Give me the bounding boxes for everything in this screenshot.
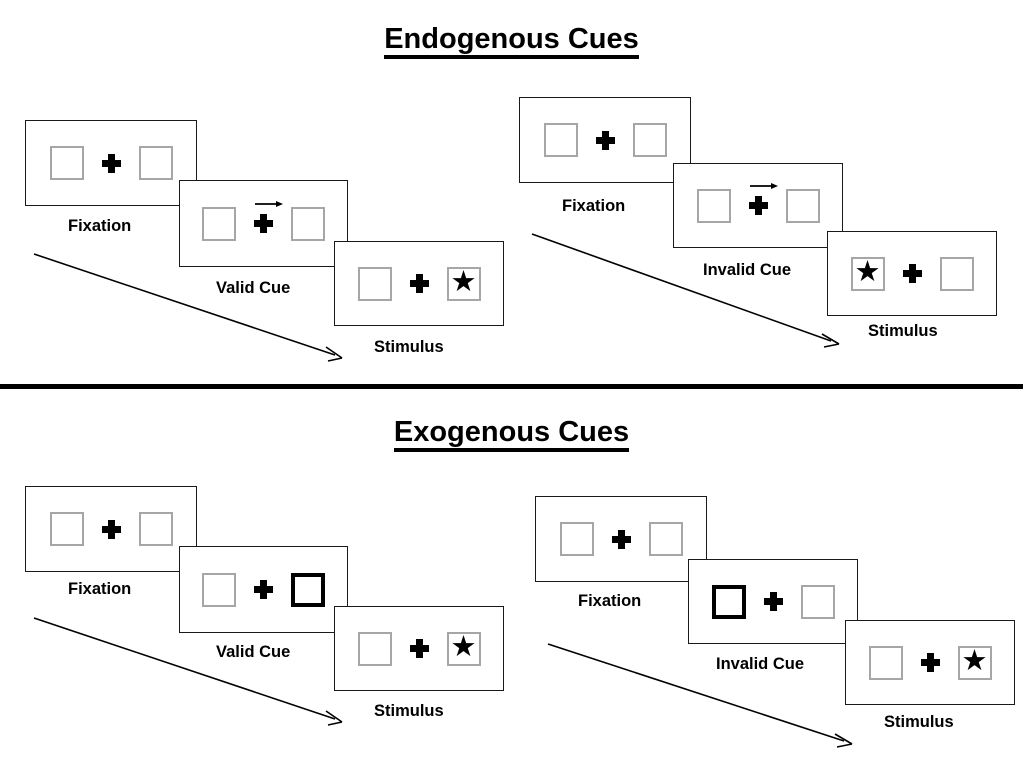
left-placeholder-box [696, 188, 731, 223]
caption-endogenous-invalid-cue: Invalid Cue [703, 261, 792, 279]
caption-exogenous-invalid-cue: Invalid Cue [716, 655, 805, 673]
section-title-exogenous-text: Exogenous Cues [393, 417, 630, 453]
panel-endogenous-invalid-cue [673, 163, 843, 248]
right-placeholder-box [291, 206, 325, 241]
right-arrow-icon [255, 201, 283, 207]
panel-endogenous-invalid-fixation [519, 97, 691, 183]
fixation-cross-icon [254, 214, 273, 233]
fixation-cross-icon [254, 580, 273, 599]
star-icon: ★ [450, 631, 477, 663]
right-placeholder-box [648, 522, 683, 556]
panel-exogenous-valid-fixation [25, 486, 197, 572]
right-placeholder-box [632, 123, 667, 157]
right-target-box: ★ [446, 266, 481, 301]
fixation-cross-icon [611, 529, 631, 549]
panel-exogenous-valid-stimulus: ★ [334, 606, 504, 691]
star-icon: ★ [961, 645, 988, 677]
left-placeholder-box [357, 266, 392, 301]
left-cued-box-highlight [711, 584, 746, 619]
panel-endogenous-valid-stimulus: ★ [334, 241, 504, 326]
section-title-endogenous-text: Endogenous Cues [384, 24, 639, 60]
flow-arrow-exogenous-invalid [547, 643, 853, 748]
fixation-cross-icon [409, 639, 429, 658]
panel-exogenous-invalid-stimulus: ★ [845, 620, 1015, 705]
left-placeholder-box [202, 206, 236, 241]
section-title-endogenous: Endogenous Cues [0, 23, 1023, 60]
right-target-box: ★ [957, 645, 992, 680]
endogenous-cue-arrow-group [748, 183, 778, 215]
fixation-cross-icon [101, 519, 121, 539]
right-placeholder-box [800, 584, 835, 619]
fixation-cross-icon [902, 264, 922, 283]
caption-endogenous-valid-cue: Valid Cue [216, 279, 291, 297]
star-icon: ★ [450, 266, 477, 298]
caption-exogenous-invalid-stimulus: Stimulus [884, 713, 954, 731]
right-arrow-icon [749, 183, 778, 189]
fixation-cross-icon [763, 592, 783, 611]
endogenous-cue-arrow-group [254, 201, 283, 233]
section-title-exogenous: Exogenous Cues [0, 416, 1023, 453]
left-placeholder-box [559, 522, 594, 556]
caption-exogenous-valid-cue: Valid Cue [216, 643, 291, 661]
caption-endogenous-invalid-stimulus: Stimulus [868, 322, 938, 340]
caption-endogenous-invalid-fixation: Fixation [562, 197, 626, 215]
caption-endogenous-valid-stimulus: Stimulus [374, 338, 444, 356]
right-target-box: ★ [446, 631, 481, 666]
caption-endogenous-valid-fixation: Fixation [68, 217, 132, 235]
right-placeholder-box [939, 256, 974, 291]
right-cued-box-highlight [291, 572, 325, 607]
caption-exogenous-valid-stimulus: Stimulus [374, 702, 444, 720]
left-placeholder-box [49, 146, 84, 180]
star-icon: ★ [854, 256, 881, 288]
right-placeholder-box [785, 188, 820, 223]
panel-endogenous-valid-fixation [25, 120, 197, 206]
section-divider [0, 384, 1023, 389]
fixation-cross-icon [595, 130, 615, 150]
panel-exogenous-invalid-cue [688, 559, 858, 644]
left-placeholder-box [202, 572, 236, 607]
fixation-cross-icon [409, 274, 429, 293]
left-placeholder-box [357, 631, 392, 666]
fixation-cross-icon [748, 196, 768, 215]
fixation-cross-icon [920, 653, 940, 672]
left-placeholder-box [543, 123, 578, 157]
caption-exogenous-valid-fixation: Fixation [68, 580, 132, 598]
left-placeholder-box [868, 645, 903, 680]
panel-endogenous-valid-cue [179, 180, 348, 267]
panel-exogenous-valid-cue [179, 546, 348, 633]
left-placeholder-box [49, 512, 84, 546]
left-target-box: ★ [850, 256, 885, 291]
panel-exogenous-invalid-fixation [535, 496, 707, 582]
right-placeholder-box [138, 512, 173, 546]
right-placeholder-box [138, 146, 173, 180]
fixation-cross-icon [101, 153, 121, 173]
panel-endogenous-invalid-stimulus: ★ [827, 231, 997, 316]
caption-exogenous-invalid-fixation: Fixation [578, 592, 642, 610]
